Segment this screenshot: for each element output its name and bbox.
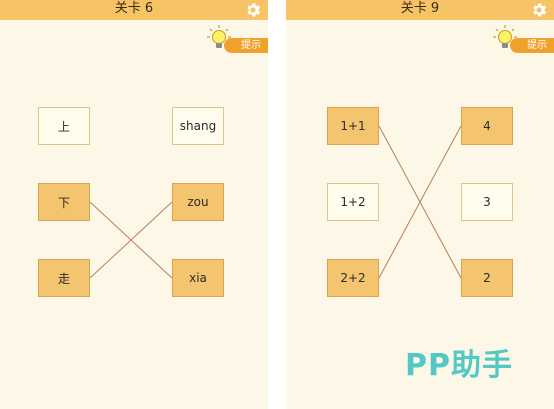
left-card-3[interactable]: 2+2 [327,259,379,297]
left-card-1[interactable]: 上 [38,107,90,145]
right-card-1[interactable]: shang [172,107,224,145]
left-card-3[interactable]: 走 [38,259,90,297]
hint-button[interactable]: 提示 [207,25,268,54]
left-card-1[interactable]: 1+1 [327,107,379,145]
gear-icon[interactable] [244,1,262,19]
hint-label: 提示 [510,38,554,53]
right-card-3[interactable]: 2 [461,259,513,297]
watermark-logo: PP助手 [405,348,513,383]
connection-lines [378,125,462,279]
level-title: 关卡 9 [400,1,440,16]
lightbulb-icon [207,25,231,48]
right-card-2[interactable]: zou [172,183,224,221]
connection-lines [89,201,173,279]
right-card-2[interactable]: 3 [461,183,513,221]
gear-icon[interactable] [530,1,548,19]
level-title: 关卡 6 [114,1,154,16]
top-bar [0,0,268,20]
connection-line-2 [378,125,462,279]
left-card-2[interactable]: 1+2 [327,183,379,221]
lightbulb-icon [493,25,517,48]
level-6-panel: 关卡 6 提示 上 下 走 shang zou xia [0,0,268,409]
hint-label: 提示 [224,38,268,53]
top-bar [286,0,554,20]
right-card-3[interactable]: xia [172,259,224,297]
level-9-panel: 关卡 9 提示 1+1 1+2 2+2 4 3 2 [286,0,554,409]
left-card-2[interactable]: 下 [38,183,90,221]
right-card-1[interactable]: 4 [461,107,513,145]
hint-button[interactable]: 提示 [493,25,554,54]
connection-line-2 [89,201,173,279]
